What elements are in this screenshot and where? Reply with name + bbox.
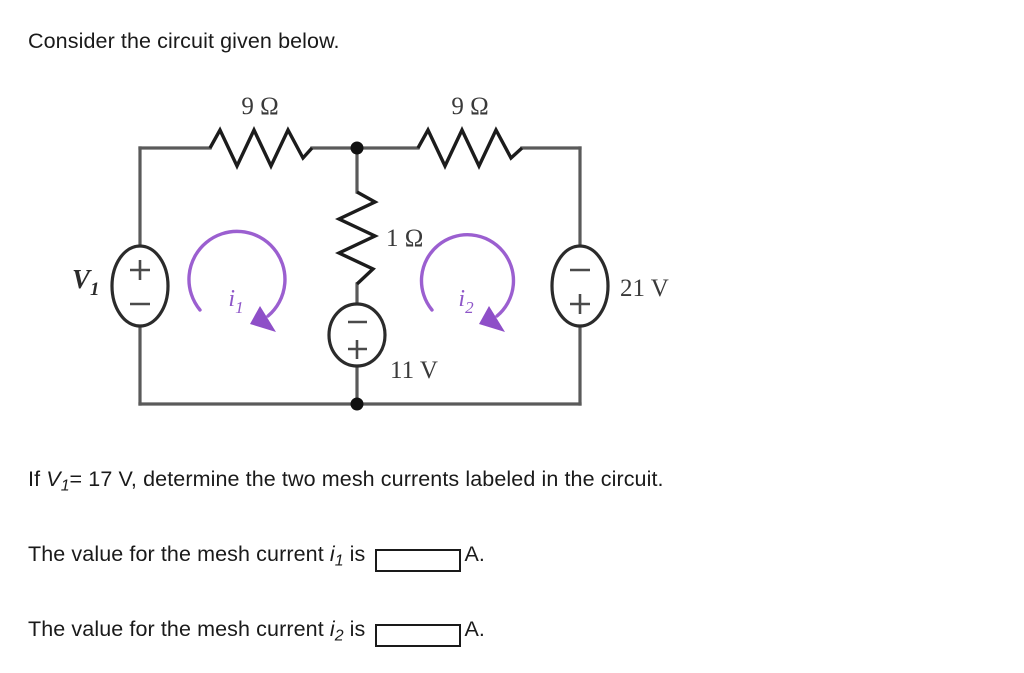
circuit-diagram: 9 Ω 9 Ω 1 Ω V1 — [60, 88, 720, 428]
answer-2-variable: i2 — [329, 617, 344, 645]
answer-2-suffix: A. — [464, 617, 485, 641]
given-variable: V1 — [46, 467, 70, 495]
mesh-current-i1-input[interactable] — [375, 548, 462, 572]
given-value-text: = 17 V, determine the two mesh currents … — [69, 467, 664, 491]
voltage-source-11v — [327, 302, 387, 368]
given-condition-line: If V1= 17 V, determine the two mesh curr… — [28, 466, 664, 499]
mesh-current-i2-label: i2 — [458, 286, 474, 317]
answer-2-prefix: The value for the mesh current — [28, 617, 330, 641]
mesh-current-arrow-i1 — [187, 229, 287, 332]
resistor-middle — [335, 190, 379, 286]
answer-1-prefix: The value for the mesh current — [28, 542, 330, 566]
answer-2-middle: is — [343, 617, 372, 641]
answer-1-suffix: A. — [464, 542, 485, 566]
voltage-source-21v-label: 21 V — [620, 275, 669, 302]
answer-1-middle: is — [343, 542, 372, 566]
voltage-source-v1 — [110, 244, 170, 328]
mesh-current-i1-label: i1 — [228, 286, 243, 317]
mesh-current-arrow-i2 — [419, 233, 516, 332]
node-top-center — [350, 141, 364, 155]
voltage-source-11v-label: 11 V — [390, 357, 438, 384]
voltage-source-v1-label: V1 — [72, 264, 100, 300]
voltage-source-21v — [550, 244, 610, 328]
given-prefix: If — [28, 467, 47, 491]
resistor-top-left-label: 9 Ω — [241, 93, 278, 120]
resistor-middle-label: 1 Ω — [386, 225, 423, 252]
answer-1-variable: i1 — [329, 542, 344, 570]
node-bottom-center — [350, 397, 364, 411]
resistor-top-right-label: 9 Ω — [451, 93, 488, 120]
answer-line-i2: The value for the mesh current i2 is A. — [28, 616, 485, 649]
mesh-current-i2-input[interactable] — [375, 623, 462, 647]
answer-line-i1: The value for the mesh current i1 is A. — [28, 541, 485, 574]
intro-text: Consider the circuit given below. — [28, 29, 340, 53]
resistor-top-right — [416, 126, 524, 170]
resistor-top-left — [208, 126, 314, 170]
